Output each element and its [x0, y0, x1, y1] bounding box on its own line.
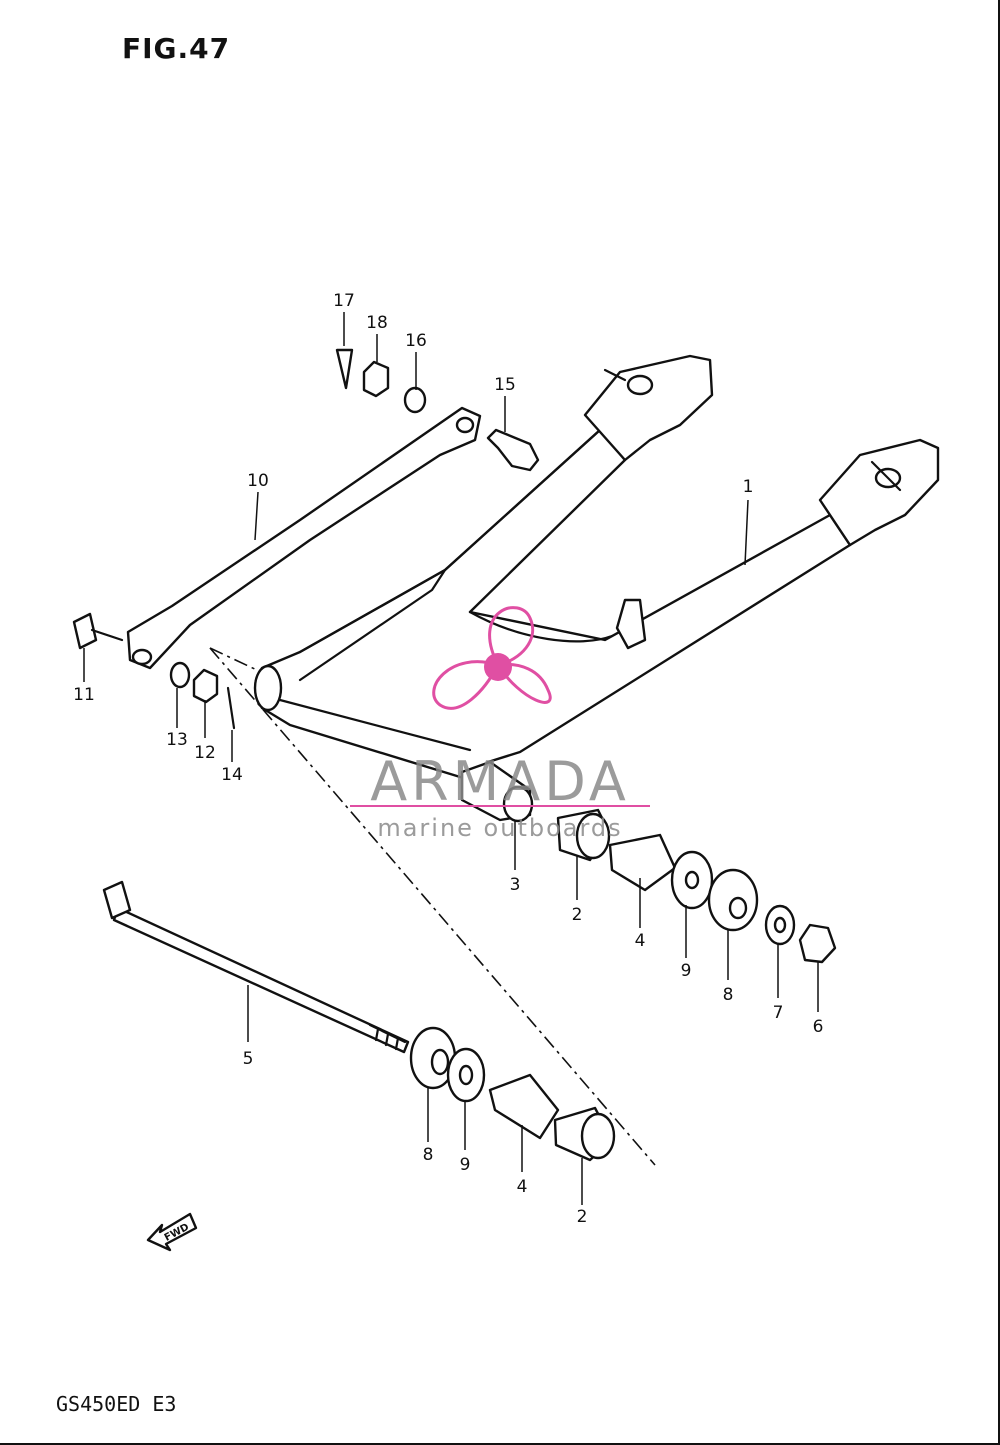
- callout-16: 16: [405, 331, 427, 351]
- callout-4: 4: [517, 1177, 528, 1197]
- callout-9: 9: [460, 1155, 471, 1175]
- small-hardware: [72, 348, 540, 730]
- pivot-hardware-right: [556, 808, 837, 964]
- model-code: GS450ED E3: [56, 1392, 177, 1416]
- propeller-logo: [432, 606, 552, 710]
- callout-1: 1: [743, 477, 754, 497]
- callout-2: 2: [572, 905, 583, 925]
- callout-11: 11: [73, 685, 95, 705]
- watermark-tagline: marine outboards: [377, 814, 622, 842]
- callout-4: 4: [635, 931, 646, 951]
- assembly-guide-line: [209, 647, 656, 1166]
- callout-8: 8: [723, 985, 734, 1005]
- callout-9: 9: [681, 961, 692, 981]
- figure-title: FIG.47: [122, 32, 231, 65]
- forward-direction-arrow: FWD: [146, 1212, 198, 1252]
- callout-12: 12: [194, 743, 216, 763]
- callout-7: 7: [773, 1003, 784, 1023]
- torque-link-part: [126, 406, 482, 670]
- callout-labels: 1 2 2 3 4 4 5 6 7 8 8 9 9 10 11 12 13 14…: [73, 291, 823, 1227]
- callout-6: 6: [813, 1017, 824, 1037]
- callout-14: 14: [221, 765, 243, 785]
- callout-18: 18: [366, 313, 388, 333]
- callout-15: 15: [494, 375, 516, 395]
- callout-2: 2: [577, 1207, 588, 1227]
- swingarm-part: [253, 354, 940, 823]
- callout-10: 10: [247, 471, 269, 491]
- watermark: ARMADA marine outboards: [350, 606, 650, 842]
- callout-leaders: [83, 312, 819, 1205]
- callout-17: 17: [333, 291, 355, 311]
- pivot-hardware-left: [409, 1026, 616, 1162]
- callout-5: 5: [243, 1049, 254, 1069]
- pivot-bolt-part: [102, 880, 410, 1054]
- callout-13: 13: [166, 730, 188, 750]
- callout-3: 3: [510, 875, 521, 895]
- callout-8: 8: [423, 1145, 434, 1165]
- watermark-brand: ARMADA: [370, 750, 630, 813]
